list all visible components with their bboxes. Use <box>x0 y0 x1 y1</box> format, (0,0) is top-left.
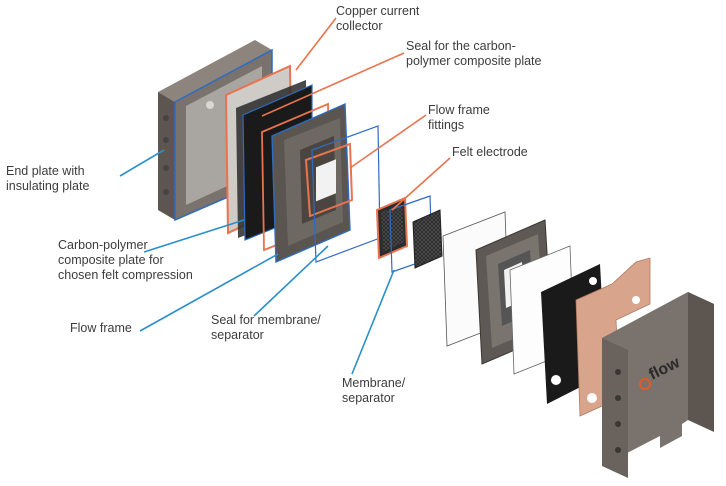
leader-copper <box>295 17 337 71</box>
leader-composite <box>143 219 245 253</box>
label-seal-membrane: Seal for membrane/ separator <box>211 313 321 342</box>
label-seal-carbon-plate: Seal for the carbon- polymer composite p… <box>406 39 542 68</box>
felt-electrode-right <box>412 209 443 269</box>
label-felt-electrode: Felt electrode <box>452 145 528 159</box>
label-copper-collector: Copper current collector <box>336 4 420 33</box>
leader-seal-carbon <box>261 52 405 117</box>
right-end-plate <box>602 292 714 478</box>
leader-felt <box>391 157 451 211</box>
label-flow-frame-fittings: Flow frame fittings <box>428 103 490 132</box>
leader-endplate <box>119 149 165 177</box>
label-composite-plate: Carbon-polymer composite plate for chose… <box>58 238 193 282</box>
leader-lines <box>119 17 451 375</box>
leader-flowframe <box>139 253 279 332</box>
leader-membrane <box>351 269 395 375</box>
leader-sealmem <box>253 245 329 317</box>
label-membrane-separator: Membrane/ separator <box>342 376 406 405</box>
flow-frame-fittings <box>304 142 354 218</box>
label-end-plate: End plate with insulating plate <box>6 164 90 193</box>
label-flow-frame: Flow frame <box>70 321 132 335</box>
leader-fittings <box>349 114 427 169</box>
felt-electrode-left <box>375 196 409 260</box>
